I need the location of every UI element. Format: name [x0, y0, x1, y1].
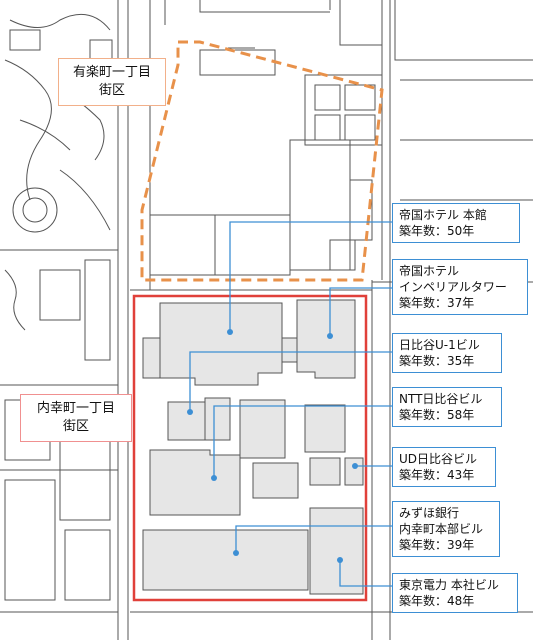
- building-age: 築年数：37年: [399, 296, 475, 310]
- district-outline-yurakucho: [140, 40, 384, 282]
- district-suffix: 街区: [98, 83, 125, 98]
- building-age: 築年数：43年: [399, 468, 475, 482]
- building-name: インペリアルタワー: [399, 280, 507, 294]
- building-name: NTT日比谷ビル: [399, 392, 483, 406]
- building-label-ud-hibiya: UD日比谷ビル 築年数：43年: [392, 447, 496, 487]
- building-label-mizuho-bank: みずほ銀行 内幸町本部ビル 築年数：39年: [392, 501, 500, 557]
- building-name: みずほ銀行: [399, 506, 460, 520]
- building-age: 築年数：35年: [399, 354, 475, 368]
- leader-lines: [189, 221, 392, 587]
- building-label-hibiya-u1: 日比谷U-1ビル 築年数：35年: [392, 333, 502, 373]
- building-name: 帝国ホテル 本館: [399, 208, 487, 222]
- building-age: 築年数：39年: [399, 538, 475, 552]
- building-name: UD日比谷ビル: [399, 452, 478, 466]
- district-label-uchisaiwaicho: 内幸町一丁目 街区: [20, 394, 132, 442]
- building-label-tepco-hq: 東京電力 本社ビル 築年数：48年: [392, 573, 518, 613]
- district-suffix: 街区: [62, 419, 89, 434]
- building-footprints: [142, 299, 364, 595]
- building-label-imperial-tower: 帝国ホテル インペリアルタワー 築年数：37年: [392, 259, 528, 315]
- building-name: 帝国ホテル: [399, 264, 460, 278]
- district-name: 有楽町一丁目: [72, 65, 151, 80]
- district-outline-uchisaiwaicho: [132, 294, 368, 602]
- building-label-ntt-hibiya: NTT日比谷ビル 築年数：58年: [392, 387, 502, 427]
- building-name: 内幸町本部ビル: [399, 522, 484, 536]
- district-label-yurakucho: 有楽町一丁目 街区: [58, 58, 166, 106]
- district-name: 内幸町一丁目: [36, 401, 115, 416]
- building-markers: [187, 329, 358, 563]
- building-name: 日比谷U-1ビル: [399, 338, 480, 352]
- building-name: 東京電力 本社ビル: [399, 578, 499, 592]
- building-label-imperial-hotel-main: 帝国ホテル 本館 築年数：50年: [392, 203, 520, 243]
- building-age: 築年数：58年: [399, 408, 475, 422]
- building-age: 築年数：48年: [399, 594, 475, 608]
- building-age: 築年数：50年: [399, 224, 475, 238]
